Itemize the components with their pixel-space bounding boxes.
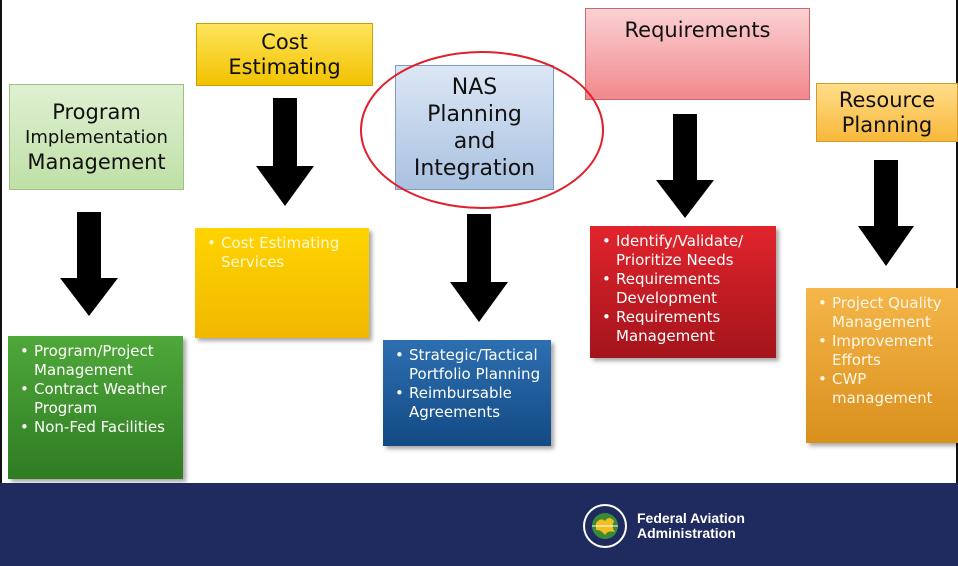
cost-estimating-details: Cost Estimating Services (195, 228, 369, 338)
header-line: Implementation (25, 126, 168, 148)
down-arrow-icon (256, 98, 314, 206)
faa-wordmark: Federal Aviation Administration (637, 511, 745, 541)
header-line: Planning (427, 101, 522, 127)
header-line: NAS (451, 74, 498, 100)
header-line: Management (27, 149, 166, 174)
list-item: Requirements Development (602, 270, 770, 308)
slide-border-right (956, 0, 958, 566)
requirements-header: Requirements (585, 8, 810, 100)
requirements-details: Identify/Validate/ Prioritize Needs Requ… (590, 226, 776, 358)
list-item: Non-Fed Facilities (20, 418, 177, 437)
cost-estimating-header: Cost Estimating (196, 23, 373, 86)
resource-planning-header: Resource Planning (816, 83, 958, 142)
program-implementation-details: Program/Project Management Contract Weat… (8, 336, 183, 479)
faa-seal-logo (583, 504, 627, 548)
program-implementation-header: Program Implementation Management (9, 84, 184, 190)
header-line: Cost (261, 29, 308, 54)
header-line: Integration (413, 155, 536, 181)
header-line: and (453, 128, 496, 154)
list-item: Cost Estimating Services (207, 234, 363, 272)
faa-line: Federal Aviation (637, 510, 745, 526)
down-arrow-icon (858, 160, 914, 266)
highlight-ellipse (360, 51, 604, 209)
resource-planning-details: Project Quality Management Improvement E… (806, 288, 958, 443)
list-item: Strategic/Tactical Portfolio Planning (395, 346, 545, 384)
list-item: Program/Project Management (20, 342, 177, 380)
list-item: Identify/Validate/ Prioritize Needs (602, 232, 770, 270)
header-line: Planning (841, 112, 933, 137)
list-item: Reimbursable Agreements (395, 384, 545, 422)
list-item: Improvement Efforts (818, 332, 952, 370)
down-arrow-icon (450, 214, 508, 322)
nas-planning-details: Strategic/Tactical Portfolio Planning Re… (383, 340, 551, 446)
nas-planning-header: NAS Planning and Integration (395, 65, 554, 190)
list-item: Project Quality Management (818, 294, 952, 332)
footer-bar (0, 483, 958, 566)
list-item: CWP management (818, 370, 952, 408)
down-arrow-icon (60, 212, 118, 316)
faa-line: Administration (637, 525, 736, 541)
header-line: Estimating (228, 54, 341, 79)
list-item: Requirements Management (602, 308, 770, 346)
header-line: Program (52, 99, 141, 124)
slide-border-left (0, 0, 2, 566)
list-item: Contract Weather Program (20, 380, 177, 418)
header-line: Resource (838, 87, 936, 112)
header-line: Requirements (624, 18, 771, 42)
down-arrow-icon (656, 114, 714, 218)
